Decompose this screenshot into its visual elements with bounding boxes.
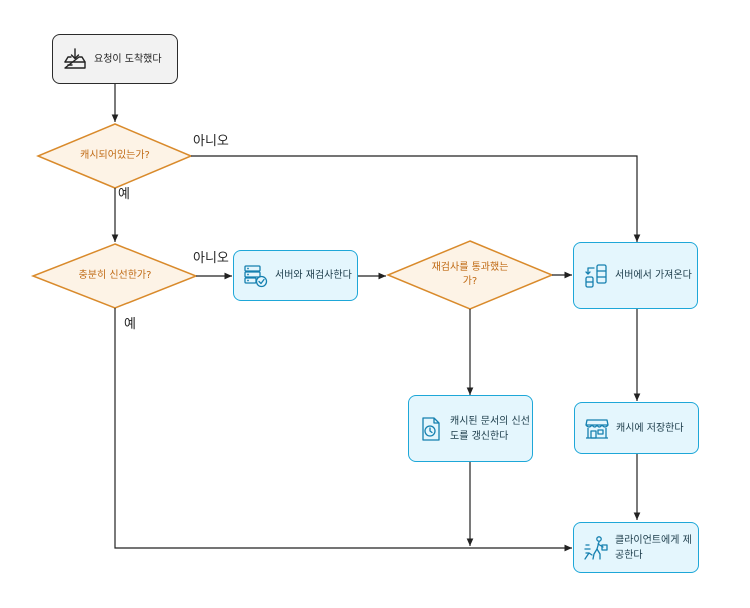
serve-client-text: 클라이언트에게 제 공한다	[615, 533, 692, 563]
serve-client-label-line2: 공한다	[615, 549, 643, 561]
update-freshness-text: 캐시된 문서의 신선 도를 갱신한다	[450, 414, 530, 444]
fetch-label: 서버에서 가져온다	[615, 270, 692, 281]
edge-label-no-cached: 아니오	[193, 134, 229, 149]
store-cache-label: 캐시에 저장한다	[616, 422, 684, 434]
decision-fresh-label: 충분히 신선한가?	[78, 270, 152, 281]
decision-passed-label-line1: 재검사를 통과했는	[431, 262, 509, 273]
decision-passed-label-line2: 가?	[462, 276, 478, 287]
decision-cached-text: 캐시되어있는가?	[48, 149, 182, 163]
server-transfer-icon	[585, 263, 607, 288]
revalidate-node[interactable]: 서버와 재검사한다	[233, 250, 358, 301]
update-freshness-label-line2: 도를 갱신한다	[450, 430, 509, 442]
decision-passed-text: 재검사를 통과했는 가?	[405, 261, 535, 289]
update-freshness-node[interactable]: 캐시된 문서의 신선 도를 갱신한다	[408, 395, 533, 462]
edge-label-no-fresh: 아니오	[193, 251, 229, 266]
delivery-person-icon	[584, 535, 608, 560]
edge-cached-no-to-fetch	[191, 155, 641, 242]
start-label: 요청이 도착했다	[94, 53, 162, 65]
start-node[interactable]: 요청이 도착했다	[52, 34, 178, 84]
decision-cached-label: 캐시되어있는가?	[80, 150, 150, 161]
edge-label-yes-cached: 예	[118, 187, 130, 202]
decision-fresh-text: 충분히 신선한가?	[45, 269, 185, 283]
edge-label-yes-fresh: 예	[124, 317, 136, 332]
store-cache-node[interactable]: 캐시에 저장한다	[574, 402, 699, 454]
serve-client-label-line1: 클라이언트에게 제	[615, 534, 692, 546]
storefront-icon	[585, 419, 609, 439]
revalidate-label: 서버와 재검사한다	[275, 270, 352, 281]
fetch-node[interactable]: 서버에서 가져온다	[573, 242, 698, 309]
edge-fresh-yes-to-serve	[114, 308, 572, 552]
update-freshness-label-line1: 캐시된 문서의 신선	[450, 415, 530, 427]
inbox-download-icon	[64, 48, 86, 69]
server-check-icon	[244, 264, 268, 287]
document-clock-icon	[422, 416, 440, 441]
serve-client-node[interactable]: 클라이언트에게 제 공한다	[573, 522, 699, 573]
